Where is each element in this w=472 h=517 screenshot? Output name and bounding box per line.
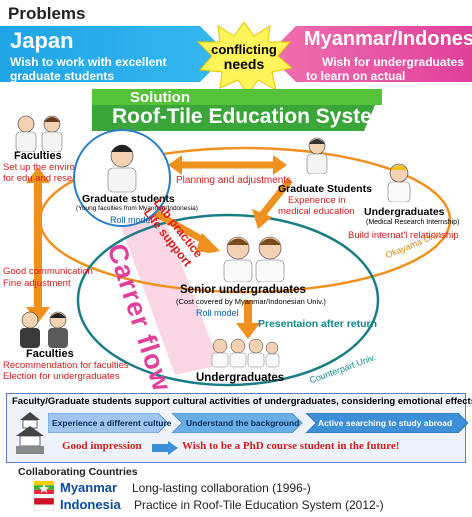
graduate-students-left-sub: (Young faculties from Myanmar/Indonesia) — [76, 205, 198, 212]
graduate-students-right-label: Graduate Students — [278, 183, 372, 195]
undergraduates-bottom-label: Undergraduates — [196, 372, 285, 384]
graduate-students-left-label: Graduate students — [82, 193, 175, 205]
undergraduates-right-role: Build internat'l relationship — [348, 230, 459, 241]
senior-undergraduates-sub: (Cost covered by Myanmar/Indonesian Univ… — [176, 297, 326, 306]
presentation-label: Presentaion after return — [258, 318, 378, 330]
planning-label: Planning and adjustments — [176, 175, 292, 186]
conflict-line1: conflicting — [211, 42, 277, 57]
faculty-figures-top — [15, 115, 63, 152]
graduate-students-right-line2: medical education — [278, 206, 355, 217]
faculties-top-label: Faculties — [14, 150, 62, 162]
graduate-students-left-role: Roll model — [110, 215, 153, 225]
undergraduates-right-label: Undergraduates — [364, 206, 445, 218]
myanmar-flag-icon — [34, 481, 54, 494]
impression-arrow — [152, 441, 178, 455]
japan-line2: graduate students — [10, 69, 115, 83]
collab-indonesia-text: Practice in Roof-Tile Education System (… — [134, 498, 384, 512]
senior-undergraduates-role: Roll model — [196, 308, 239, 318]
faculty-figures-bottom — [20, 311, 68, 348]
support-steps-arrows — [48, 413, 468, 433]
myanmar-indonesia-line1: Wish for undergraduates — [322, 55, 464, 69]
undergraduate-figures-bottom — [211, 338, 280, 368]
myanmar-indonesia-arrow — [268, 26, 472, 82]
faculties-bottom-line1: Recommendation for faculties — [3, 360, 129, 371]
conflict-burst — [196, 22, 292, 94]
graduate-student-figure-left — [73, 129, 171, 227]
undergraduate-figure-right — [387, 163, 411, 202]
support-heading: Faculty/Graduate students support cultur… — [12, 396, 472, 407]
graduate-student-figure-right — [306, 137, 328, 174]
conflict-line2: needs — [223, 56, 265, 72]
undergraduates-right-sub: (Medical Research Internship) — [366, 219, 460, 226]
faculties-bottom-label: Faculties — [26, 348, 74, 360]
support-step-2: Understand the background — [186, 418, 300, 428]
good-communication-line2: Fine adjustment — [3, 278, 71, 289]
faculties-top-line2: for edu and research — [3, 173, 91, 184]
myanmar-indonesia-title: Myanmar/Indonesia — [304, 28, 472, 50]
castle-icon — [16, 412, 44, 454]
wish-label: Wish to be a PhD course student in the f… — [182, 440, 400, 452]
support-step-3: Active searching to study abroad — [318, 418, 453, 428]
faculties-bottom-line2: Election for undergraduates — [3, 371, 120, 382]
solution-title: Solution — [130, 89, 190, 106]
graduate-students-right-line1: Experience in — [288, 195, 346, 206]
solution-subtitle: Roof-Tile Education System — [112, 105, 391, 128]
senior-undergraduate-figures — [223, 236, 285, 282]
japan-line1: Wish to work with excellent — [10, 55, 167, 69]
faculties-top-line1: Set up the environment — [3, 162, 102, 173]
good-impression-label: Good impression — [62, 440, 142, 452]
problems-heading: Problems — [8, 4, 86, 23]
collab-title: Collaborating Countries — [18, 466, 138, 478]
good-communication-line1: Good communication — [3, 266, 93, 277]
support-step-1: Experience a different culture — [52, 418, 172, 428]
indonesia-flag-icon — [34, 498, 54, 511]
collab-indonesia-country: Indonesia — [60, 497, 121, 512]
solution-banner — [92, 89, 382, 131]
japan-title: Japan — [10, 28, 74, 53]
collab-myanmar-country: Myanmar — [60, 480, 118, 495]
japan-arrow — [0, 26, 228, 82]
senior-undergraduates-label: Senior undergraduates — [180, 284, 306, 296]
collab-myanmar-text: Long-lasting collaboration (1996-) — [132, 481, 311, 495]
